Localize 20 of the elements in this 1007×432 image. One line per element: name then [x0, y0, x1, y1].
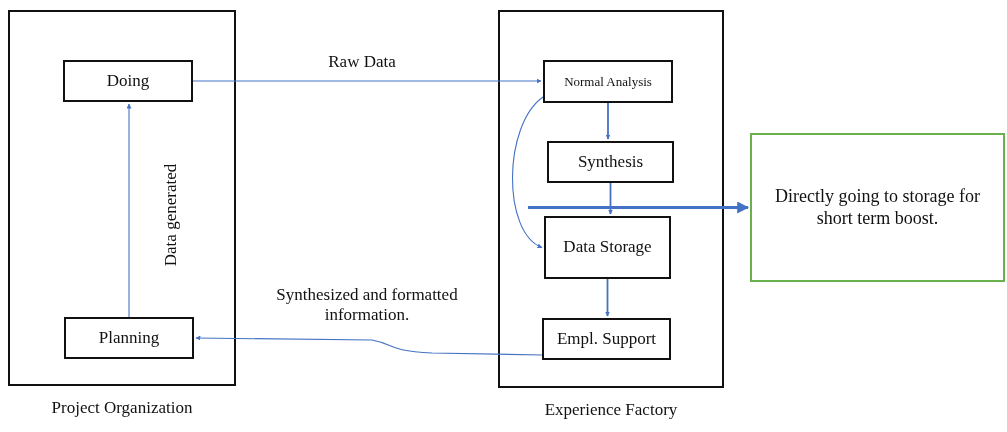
arrow [605, 102, 611, 140]
process-box: Data Storage [544, 216, 671, 279]
arrow [192, 78, 542, 84]
process-box: Planning [64, 317, 194, 359]
group-heading: Project Organization [51, 398, 193, 418]
process-box: Synthesis [547, 141, 674, 183]
arrow [511, 96, 544, 249]
arrow [126, 103, 132, 318]
edge-label: Data generated [161, 163, 181, 267]
note-box: Directly going to storage for short term boost. [750, 133, 1005, 282]
edge-label: Raw Data [328, 52, 396, 72]
group-heading: Experience Factory [544, 400, 678, 420]
arrow [608, 182, 613, 215]
process-box: Doing [63, 60, 193, 102]
process-box: Empl. Support [542, 318, 671, 360]
arrow [528, 201, 750, 214]
edge-label: Synthesized and formatted information. [275, 285, 459, 325]
process-box: Normal Analysis [543, 60, 673, 103]
arrow [605, 278, 610, 317]
arrow [195, 335, 543, 356]
